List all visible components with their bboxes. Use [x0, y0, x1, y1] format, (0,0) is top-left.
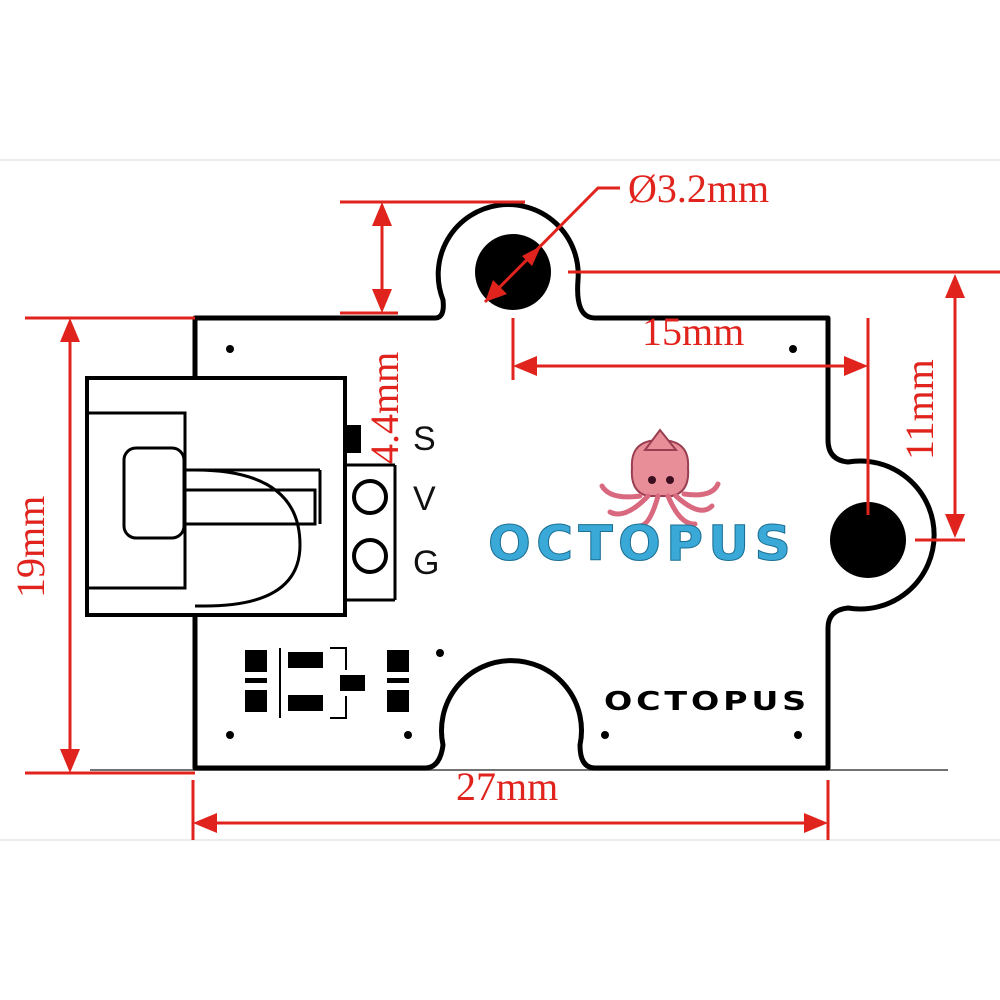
dimension-lines [25, 186, 1000, 840]
smd-components [245, 650, 409, 712]
board-width-label: 27mm [456, 764, 558, 809]
pcb-outline [192, 202, 937, 771]
board-height-label: 19mm [8, 496, 53, 598]
silk-dot [794, 731, 802, 739]
pin-pad-square [347, 425, 361, 453]
silk-dot [436, 649, 444, 657]
hole-spacing-y-label: 11mm [897, 359, 942, 460]
smd-outline [279, 647, 347, 719]
silk-dot [404, 731, 412, 739]
pin-pad-v [352, 479, 388, 515]
hole-diameter-label: Ø3.2mm [628, 166, 769, 211]
mounting-hole-right [830, 502, 906, 578]
connector [85, 376, 397, 617]
octopus-logo-main: OCTOPUS [488, 516, 796, 572]
silk-dot [789, 345, 797, 353]
pin-label-s: S [413, 420, 436, 458]
silk-dot [226, 731, 234, 739]
octopus-logo-silkscreen: OCTOPUS [604, 687, 810, 717]
tab-height-label: 4.4mm [362, 352, 407, 464]
pin-label-v: V [413, 480, 436, 518]
silk-dot [601, 731, 609, 739]
pin-label-g: G [413, 544, 439, 582]
octopus-mascot-icon [599, 428, 721, 529]
silk-dot [226, 345, 234, 353]
pin-pad-g [352, 538, 388, 574]
hole-spacing-x-label: 15mm [642, 309, 744, 354]
